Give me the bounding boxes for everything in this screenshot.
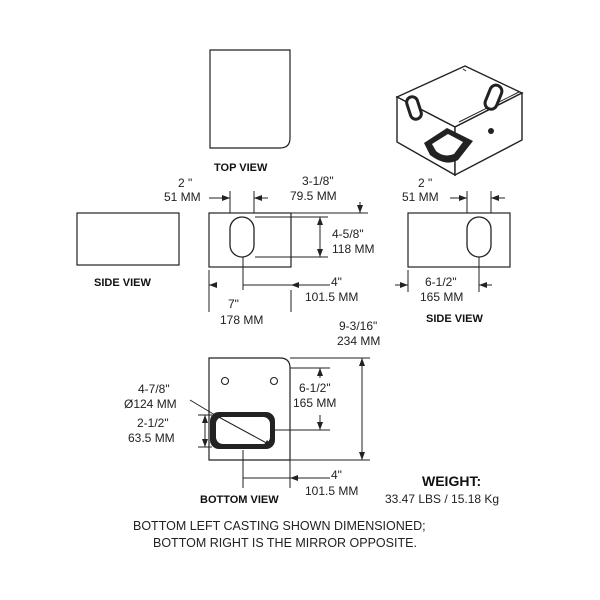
note-line-1: BOTTOM LEFT CASTING SHOWN DIMENSIONED; (133, 519, 426, 533)
dim-label-4-7-8in: 4-7/8" (138, 382, 170, 396)
front-view (208, 212, 292, 268)
iso-left-slot-inner (408, 98, 420, 118)
top-view-outline (209, 49, 291, 149)
dim-label-165mm-side: 165 MM (420, 290, 463, 304)
top-view: TOP VIEW (209, 49, 291, 174)
dim-label-3-1-8in: 3-1/8" (302, 174, 334, 188)
side-view-left: SIDE VIEW (76, 212, 180, 289)
dimension-6-1-2-bottom: 6-1/2" 165 MM (275, 367, 336, 431)
isometric-view (395, 65, 524, 177)
dimension-4in-lower: 4" 101.5 MM (242, 450, 358, 498)
dim-label-63-5mm: 63.5 MM (128, 431, 175, 445)
dim-label-2in-right: 2 " (418, 176, 432, 190)
dim-label-6-1-2in-side: 6-1/2" (425, 275, 457, 289)
weight-block: WEIGHT: 33.47 LBS / 15.18 Kg (385, 473, 499, 506)
iso-bottom-slot-inner (432, 134, 463, 156)
dim-label-2-1-2in: 2-1/2" (137, 416, 169, 430)
iso-edge-corner (462, 68, 467, 72)
dim-label-6-1-2in-bottom: 6-1/2" (299, 381, 331, 395)
dimension-2-1-2: 2-1/2" 63.5 MM (128, 414, 212, 448)
dim-label-101-5mm-upper: 101.5 MM (305, 290, 358, 304)
dimension-9-3-16: 9-3/16" 234 MM (290, 319, 380, 461)
front-view-outline (208, 212, 292, 268)
dim-label-124mm: Ø124 MM (124, 397, 177, 411)
dim-label-79-5mm: 79.5 MM (290, 189, 337, 203)
dim-label-118mm: 118 MM (332, 242, 374, 256)
bottom-view: BOTTOM VIEW (200, 357, 291, 506)
notes-block: BOTTOM LEFT CASTING SHOWN DIMENSIONED; B… (133, 519, 426, 550)
dim-label-51mm-left: 51 MM (164, 190, 201, 204)
dim-label-7in: 7" (228, 297, 239, 311)
weight-value: 33.47 LBS / 15.18 Kg (385, 492, 499, 506)
dimension-4in-upper: 4" 101.5 MM (242, 257, 358, 304)
dimension-7in: 7" 178 MM (208, 270, 292, 327)
dimension-slot-width-left: 2 " 51 MM (164, 176, 268, 213)
note-line-2: BOTTOM RIGHT IS THE MIRROR OPPOSITE. (153, 536, 417, 550)
bottom-view-diameter-arrow (264, 440, 272, 446)
bottom-view-diameter-line (214, 414, 273, 447)
side-view-right-outline (407, 212, 511, 268)
dim-label-4-5-8in: 4-5/8" (332, 227, 364, 241)
iso-right-slot-inner (486, 86, 501, 108)
dim-label-9-3-16in: 9-3/16" (339, 319, 377, 333)
dim-label-4in-upper: 4" (331, 275, 342, 289)
bottom-view-hole-right (269, 376, 279, 386)
dim-label-234mm: 234 MM (337, 334, 380, 348)
iso-bolt-hole (488, 128, 494, 134)
side-view-right: SIDE VIEW (407, 212, 511, 325)
dim-label-178mm: 178 MM (220, 313, 263, 327)
side-view-left-outline (76, 212, 180, 266)
side-view-right-title: SIDE VIEW (426, 313, 483, 325)
weight-label: WEIGHT: (422, 473, 481, 489)
dimension-4-7-8-diameter: 4-7/8" Ø124 MM (124, 382, 216, 416)
bottom-view-title: BOTTOM VIEW (200, 494, 279, 506)
dim-label-4in-lower: 4" (331, 468, 342, 482)
side-view-left-title: SIDE VIEW (94, 277, 151, 289)
front-view-slot (229, 216, 255, 258)
dim-label-101-5mm-lower: 101.5 MM (305, 484, 358, 498)
bottom-view-hole-left (220, 376, 230, 386)
dimension-4-5-8: 4-5/8" 118 MM (255, 216, 374, 258)
dim-label-165mm-bottom: 165 MM (293, 396, 336, 410)
dimension-3-1-8: 3-1/8" 79.5 MM (290, 174, 368, 214)
dim-label-2in-left: 2 " (178, 176, 192, 190)
dimension-slot-width-right: 2 " 51 MM (402, 176, 505, 213)
top-view-title: TOP VIEW (214, 162, 268, 174)
dim-label-51mm-right: 51 MM (402, 190, 439, 204)
dimension-6-1-2-side: 6-1/2" 165 MM (395, 257, 492, 304)
